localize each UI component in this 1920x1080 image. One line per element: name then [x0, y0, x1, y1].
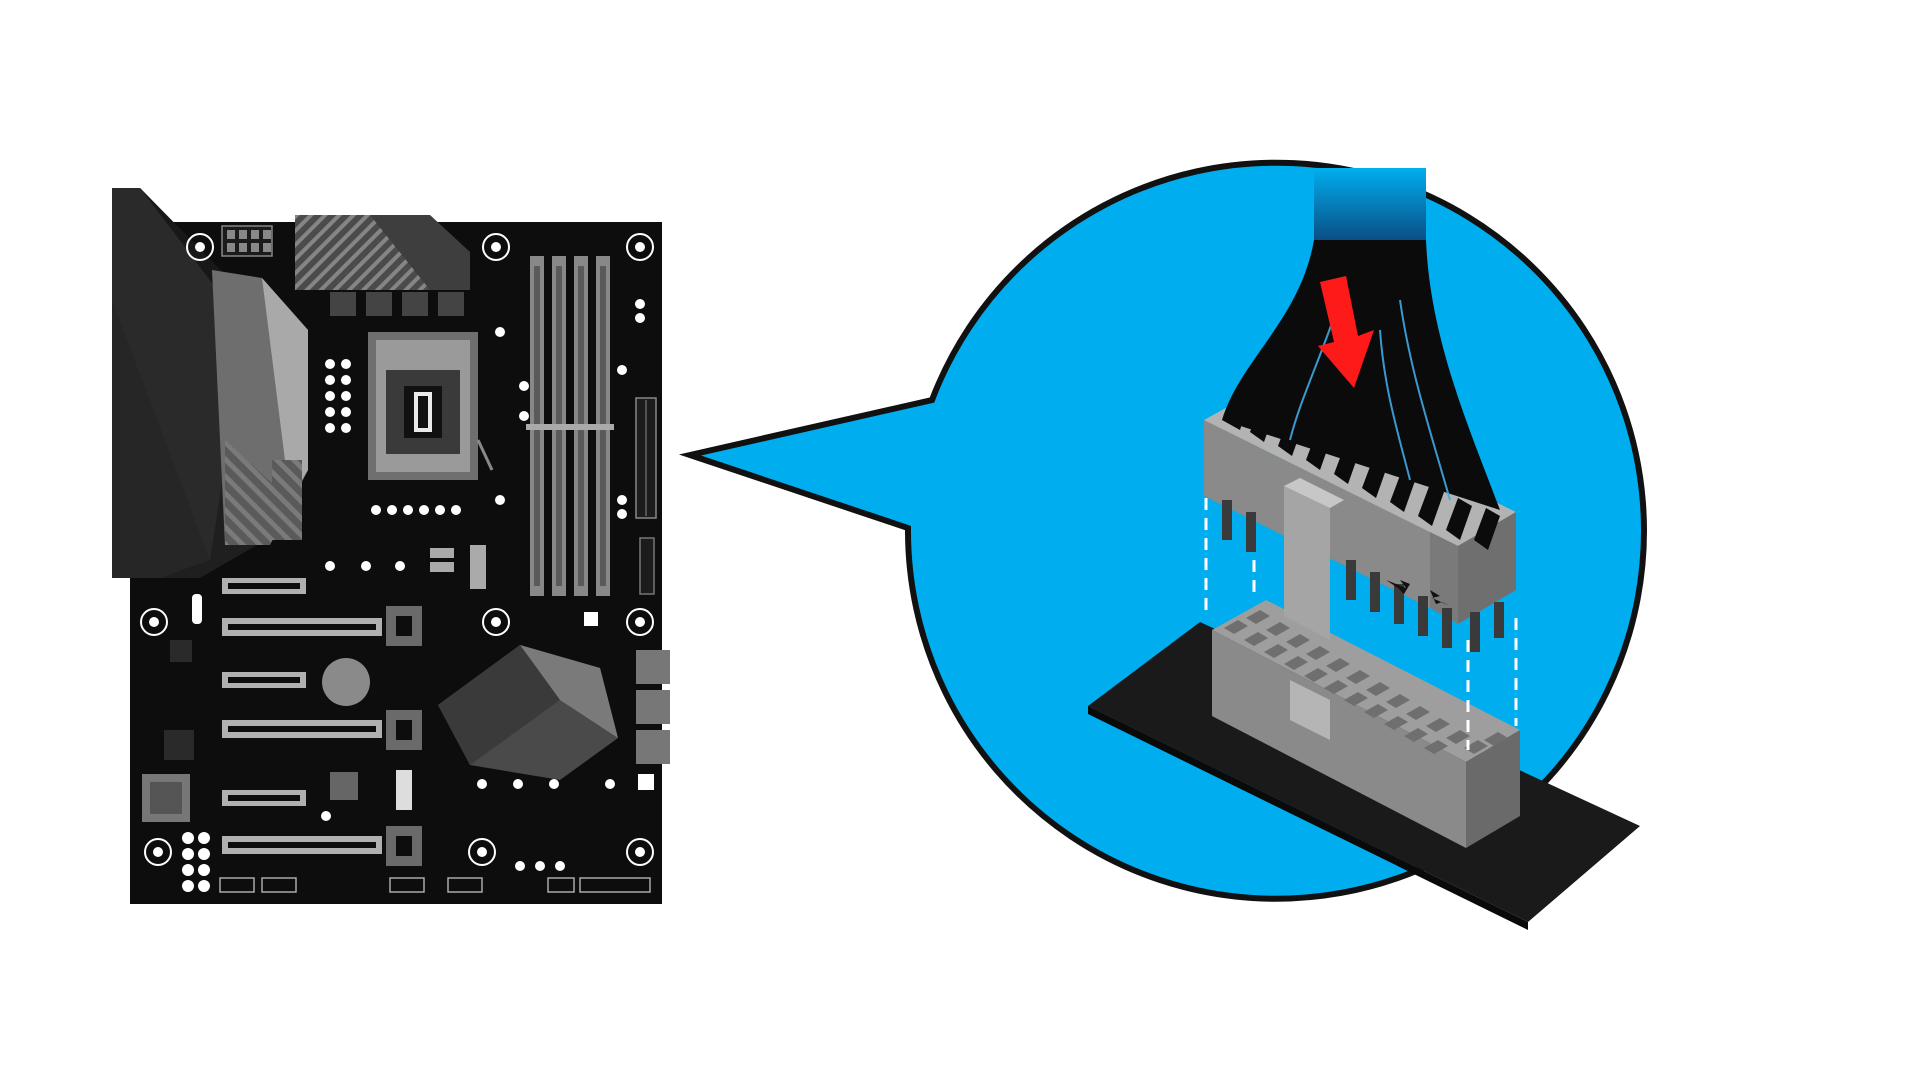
cpu-socket [368, 332, 492, 480]
sata-ports [636, 650, 670, 764]
audio-capacitor [322, 658, 370, 706]
chip-b [330, 772, 358, 800]
cpu-8pin-header [222, 226, 272, 256]
motherboard-illustration [112, 188, 670, 904]
